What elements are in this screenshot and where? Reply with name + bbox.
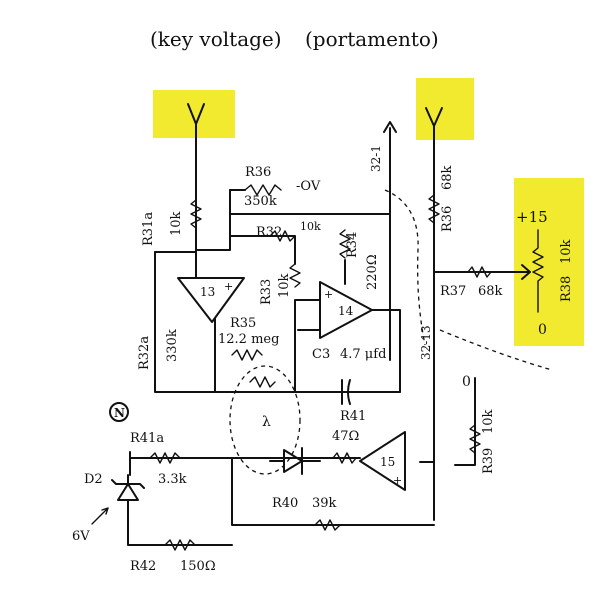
label-r36-right-value: 68k — [440, 165, 455, 190]
label-r31a: R31a — [141, 212, 156, 246]
label-r37-value: 68k — [478, 284, 503, 299]
label-r41: R41 — [340, 409, 366, 424]
label-r33: R33 — [259, 279, 274, 305]
op-amp-13-plus: + — [224, 280, 233, 293]
label-r39-value: 10k — [481, 409, 496, 434]
zener-diode-d2-icon — [91, 474, 145, 525]
label-r32a: R32a — [137, 336, 152, 370]
portamento-input-icon — [425, 107, 443, 151]
label-r41-value: 47Ω — [332, 429, 359, 444]
label-r42: R42 — [130, 559, 156, 574]
label-r40-value: 39k — [312, 496, 337, 511]
capacitor-c3 — [329, 379, 401, 405]
label-r35-value: 12.2 meg — [218, 332, 279, 347]
label-r33-value: 10k — [277, 273, 292, 298]
highlight-key-voltage-input — [153, 90, 235, 138]
label-r36-right: R36 — [440, 206, 455, 232]
label-r38-value: 10k — [559, 239, 574, 264]
label-r34: R34 — [345, 232, 360, 258]
resistor-r40 — [314, 519, 341, 531]
highlight-portamento-input — [416, 78, 474, 140]
label-r34-value: 220Ω — [365, 254, 380, 290]
label-r32-value: 10k — [300, 220, 321, 233]
op-amp-13-label: 13 — [200, 285, 215, 299]
resistor-r33 — [289, 263, 301, 288]
op-amp-14: 14 + — [319, 281, 373, 339]
label-bus-32-13: 32-13 — [419, 325, 433, 360]
node-n-label: N — [114, 406, 125, 420]
diode-icon — [269, 447, 321, 475]
label-r38-zero: 0 — [538, 322, 547, 338]
resistor-r41 — [332, 452, 357, 464]
op-amp-15: 15 + — [359, 431, 406, 491]
label-r35: R35 — [230, 316, 256, 331]
heading-portamento: (portamento) — [305, 27, 439, 51]
highlight-r38-pot — [514, 178, 584, 346]
label-r36-top: R36 — [245, 165, 271, 180]
label-bus-32-1: 32-1 — [369, 145, 383, 172]
resistor-lower-loop — [249, 376, 276, 388]
label-d2: D2 — [84, 472, 103, 487]
label-c3-value: 4.7 μfd — [340, 347, 386, 362]
resistor-r35 — [231, 349, 263, 361]
op-amp-14-label: 14 — [338, 304, 354, 318]
label-r40: R40 — [272, 496, 298, 511]
label-r36-ov: -OV — [296, 179, 321, 194]
label-r41a-value: 3.3k — [158, 472, 187, 487]
op-amp-14-plus: + — [324, 288, 333, 301]
label-r37: R37 — [440, 284, 466, 299]
component-labels: R36 -OV 350k R32 10k R31a 10k R34 220Ω 3… — [72, 145, 574, 574]
label-r31a-value: 10k — [169, 211, 184, 236]
heading-key-voltage: (key voltage) — [150, 27, 282, 51]
op-amp-15-label: 15 — [380, 455, 395, 469]
label-6v: 6V — [72, 529, 90, 544]
resistor-r36-68k — [428, 194, 440, 224]
resistor-r36-350k — [244, 184, 282, 196]
dashed-callouts — [229, 189, 553, 475]
label-r39: R39 — [481, 448, 496, 474]
op-amp-15-plus: + — [393, 474, 402, 487]
label-plus-15: +15 — [516, 208, 548, 226]
label-r32: R32 — [256, 225, 282, 240]
op-amp-13: 13 + — [177, 277, 245, 323]
resistor-r42 — [164, 539, 196, 551]
wiring — [127, 121, 511, 546]
node-n-marker: N — [109, 402, 129, 422]
potentiometer-r38 — [509, 229, 544, 313]
label-r38: R38 — [559, 276, 574, 302]
label-lambda: λ — [262, 414, 271, 430]
key-voltage-input-icon — [187, 103, 205, 151]
label-r39-zero: 0 — [462, 374, 471, 390]
label-r32a-value: 330k — [165, 329, 180, 362]
label-r42-value: 150Ω — [180, 559, 216, 574]
resistor-r34 — [339, 229, 351, 259]
resistor-r41a — [149, 452, 181, 464]
label-c3: C3 — [312, 347, 330, 362]
label-r36-350k: 350k — [244, 194, 277, 209]
label-r41a: R41a — [130, 431, 164, 446]
resistor-r37 — [467, 266, 492, 278]
resistor-r39 — [469, 424, 481, 454]
resistor-r31a — [190, 199, 202, 229]
resistor-r32 — [269, 230, 296, 242]
